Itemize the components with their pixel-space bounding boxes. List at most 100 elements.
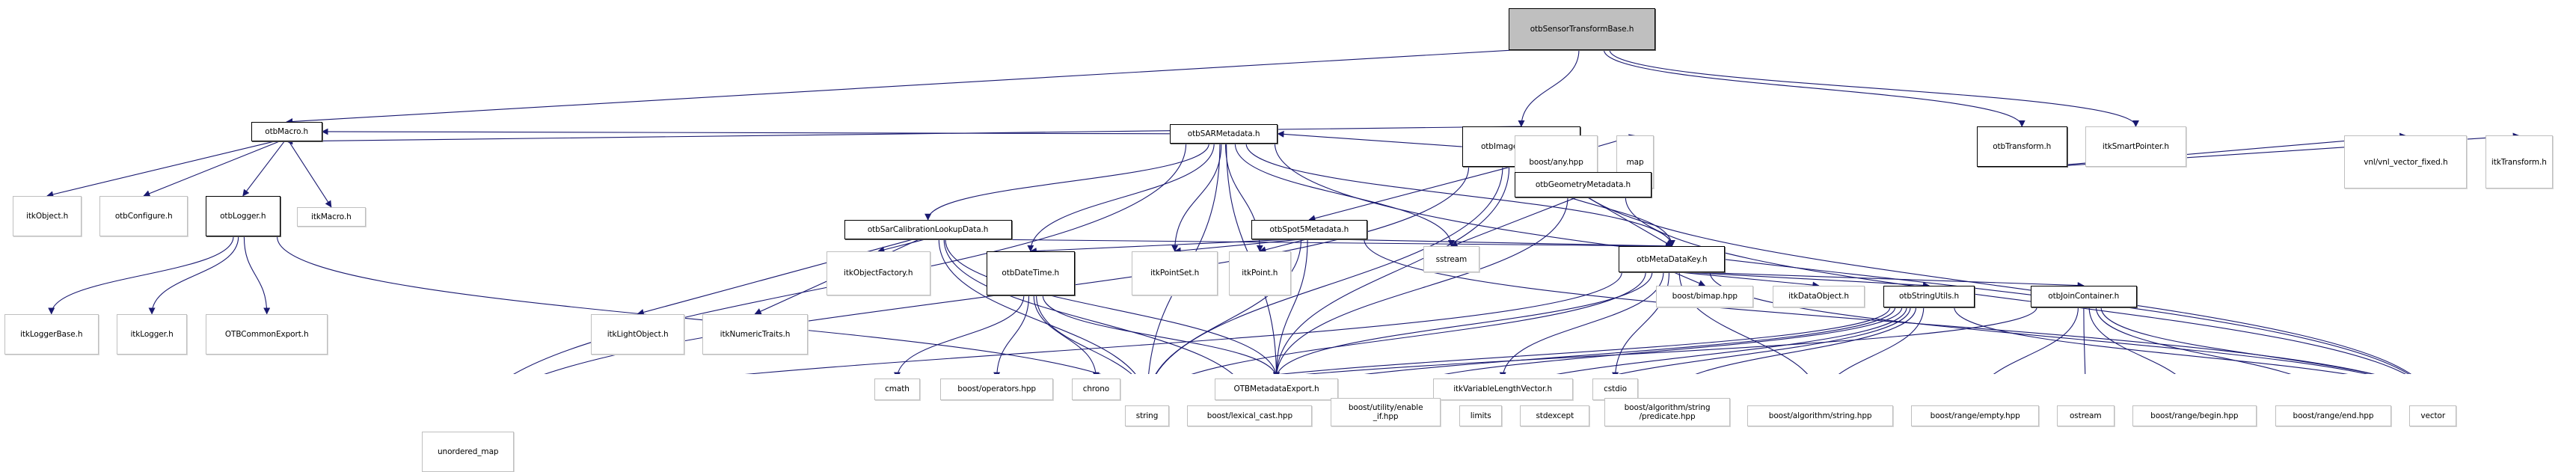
edge-otbMetaDataKey-to-string xyxy=(1192,272,1646,374)
node-itk-data-object: itkDataObject.h xyxy=(1773,285,1865,307)
node-boost-algo-string: boost/algorithm/string.hpp xyxy=(1747,405,1893,426)
node-itk-macro: itkMacro.h xyxy=(296,206,366,227)
node-stdexcept: stdexcept xyxy=(1520,405,1590,426)
node-itk-object: itkObject.h xyxy=(12,195,82,237)
node-itk-numeric-traits: itkNumericTraits.h xyxy=(702,313,809,355)
node-itk-light-object: itkLightObject.h xyxy=(590,313,685,355)
node-otb-transform[interactable]: otbTransform.h xyxy=(1976,126,2067,168)
node-itk-logger: itkLogger.h xyxy=(116,313,188,355)
edge-otbImageMetadata-to-vector xyxy=(1566,167,2411,374)
edge-otbSARMetadata-to-otbMacro xyxy=(321,128,1170,135)
node-boost-enable-if: boost/utility/enable _if.hpp xyxy=(1330,397,1441,426)
edge-otbStringUtils-to-vector xyxy=(1954,307,2348,374)
edge-otbJoinContainer-to-vector xyxy=(2100,307,2374,374)
node-boost-operators: boost/operators.hpp xyxy=(939,378,1054,400)
edge-otbLogger-to-itkLogger xyxy=(148,236,239,315)
node-otb-logger[interactable]: otbLogger.h xyxy=(205,195,280,237)
edge-otbMacro-to-otbLogger xyxy=(242,141,285,197)
node-otb-sensor-transform-base[interactable]: otbSensorTransformBase.h xyxy=(1509,8,1655,50)
edge-otbLogger-to-OTBCommonExport xyxy=(243,236,271,315)
edge-otbStringUtils-to-boostEnableIf xyxy=(1444,307,1903,374)
edge-otbSARMetadata-to-sstream xyxy=(1234,143,1455,248)
edge-otbImageMetadata-to-otbSpot5Metadata xyxy=(1308,166,1511,222)
node-otb-sarmetadata[interactable]: otbSARMetadata.h xyxy=(1169,123,1278,144)
edge-otbImageMetadata-to-otbMacro xyxy=(286,126,1521,145)
node-otb-meta-data-key[interactable]: otbMetaDataKey.h xyxy=(1619,246,1726,272)
node-vector: vector xyxy=(2409,405,2457,426)
edge-otbSARMetadata-to-otbMetaDataKey xyxy=(1245,143,1675,248)
edge-otbGeometryMetadata-to-OTBMetadataExport xyxy=(1273,197,1568,374)
node-vnl-vector-fixed: vnl/vnl_vector_fixed.h xyxy=(2344,135,2468,189)
edge-otbStringUtils-to-string xyxy=(1278,307,1891,374)
edge-otbImageMetadata-to-unorderedMap xyxy=(544,167,1470,374)
edge-otbSpot5Metadata-to-itkPoint xyxy=(1259,239,1307,254)
edge-otbStringUtils-to-boostAlgoString xyxy=(1839,307,1925,374)
edge-otbImageMetadata-to-string xyxy=(1156,167,1503,374)
edge-otbGeometryMetadata-to-otbMetaDataKey xyxy=(1587,197,1673,247)
edge-otbJoinContainer-to-boostRangeEnd xyxy=(2095,307,2292,374)
node-boost-range-end: boost/range/end.hpp xyxy=(2275,405,2392,426)
node-otb-macro[interactable]: otbMacro.h xyxy=(251,121,322,141)
edge-otbJoinContainer-to-ostream xyxy=(2083,307,2086,374)
edge-otbSpot5Metadata-to-otbMetaDataKey xyxy=(1327,239,1673,250)
node-itk-logger-base: itkLoggerBase.h xyxy=(4,313,99,355)
node-itk-variable-length-vector: itkVariableLengthVector.h xyxy=(1432,378,1573,400)
edge-otbMetaDataKey-to-itkDataObject xyxy=(1679,272,1820,289)
edge-otbImageMetadata-to-otbSARMetadata xyxy=(1277,130,1462,147)
edge-otbSensorTransformBase-to-otbMacro xyxy=(286,49,1518,125)
edge-otbSpot5Metadata-to-itkPointSet xyxy=(1174,239,1303,254)
node-cstdio: cstdio xyxy=(1592,378,1638,400)
edge-otbMetaDataKey-to-otbJoinContainer xyxy=(1692,272,2085,289)
node-boost-range-empty: boost/range/empty.hpp xyxy=(1911,405,2039,426)
edge-otbSarCalibrationLookupData-to-OTBMetadataExport xyxy=(945,239,1280,374)
include-dependency-graph: otbSensorTransformBase.hotbImageMetadata… xyxy=(4,8,2553,472)
node-sstream: sstream xyxy=(1423,246,1479,272)
node-otb-join-container[interactable]: otbJoinContainer.h xyxy=(2030,285,2137,307)
edge-otbSpot5Metadata-to-OTBMetadataExport xyxy=(1272,239,1308,374)
edge-otbJoinContainer-to-boostRangeBegin xyxy=(2088,307,2176,374)
node-boost-range-begin: boost/range/begin.hpp xyxy=(2132,405,2257,426)
edge-otbSarCalibrationLookupData-to-boostLexicalCast xyxy=(943,239,1233,374)
node-otb-configure: otbConfigure.h xyxy=(99,195,188,237)
edge-otbSpot5Metadata-to-string xyxy=(1155,239,1302,374)
edge-otbSensorTransformBase-to-itkSmartPointer xyxy=(1609,49,2139,127)
edge-otbDateTime-to-OTBMetadataExport xyxy=(1042,295,1280,374)
node-otb-string-utils[interactable]: otbStringUtils.h xyxy=(1883,285,1975,307)
node-boost-lexical-cast: boost/lexical_cast.hpp xyxy=(1187,405,1313,426)
node-otbcommon-export: OTBCommonExport.h xyxy=(205,313,328,355)
edge-otbGeometryMetadata-to-vector xyxy=(1625,197,2406,374)
edge-otbSarCalibrationLookupData-to-otbMetaDataKey xyxy=(965,239,1673,250)
node-boost-algo-predicate: boost/algorithm/string /predicate.hpp xyxy=(1604,397,1730,426)
edge-otbStringUtils-to-stdexcept xyxy=(1618,307,1911,374)
edge-otbSensorTransformBase-to-otbTransform xyxy=(1603,49,2025,127)
edge-otbStringUtils-to-limits xyxy=(1556,307,1907,374)
edge-otbMacro-to-itkMacro xyxy=(288,141,332,208)
edge-otbSARMetadata-to-vector xyxy=(1274,143,2409,374)
edge-otbSarCalibrationLookupData-to-itkObjectFactory xyxy=(877,239,926,254)
node-itk-transform: itkTransform.h xyxy=(2485,135,2553,189)
node-limits: limits xyxy=(1459,405,1503,426)
edge-otbMetaDataKey-to-boostBimap xyxy=(1673,272,1706,286)
node-itk-smart-pointer: itkSmartPointer.h xyxy=(2085,126,2186,168)
node-otbmetadata-export: OTBMetadataExport.h xyxy=(1215,378,1338,400)
edge-otbDateTime-to-cmath xyxy=(894,295,1025,374)
edge-otbMetaDataKey-to-unorderedMap xyxy=(744,272,1622,374)
edge-otbDateTime-to-boostOperators xyxy=(993,295,1030,374)
node-otb-geometry-metadata[interactable]: otbGeometryMetadata.h xyxy=(1515,172,1652,197)
edge-otbJoinContainer-to-boostRangeEmpty xyxy=(1993,307,2079,374)
node-string: string xyxy=(1125,405,1169,426)
edge-otbDateTime-to-string xyxy=(1036,295,1132,374)
node-cmath: cmath xyxy=(874,378,921,400)
node-itk-object-factory: itkObjectFactory.h xyxy=(826,251,930,295)
edge-otbSarCalibrationLookupData-to-string xyxy=(938,239,1136,374)
node-itk-point-set: itkPointSet.h xyxy=(1132,251,1218,295)
edge-otbDateTime-to-chrono xyxy=(1033,295,1100,374)
edge-otbStringUtils-to-boostAlgoPredicate xyxy=(1695,307,1917,374)
node-otb-sar-calibration-lookup-data[interactable]: otbSarCalibrationLookupData.h xyxy=(844,219,1012,239)
edge-otbGeometryMetadata-to-sstream xyxy=(1450,197,1577,248)
node-ostream: ostream xyxy=(2056,405,2115,426)
edge-otbImageMetadata-to-OTBMetadataExport xyxy=(1273,167,1510,374)
node-otb-spot5metadata[interactable]: otbSpot5Metadata.h xyxy=(1251,219,1367,239)
node-otb-date-time[interactable]: otbDateTime.h xyxy=(986,251,1075,295)
edge-otbMetaDataKey-to-OTBMetadataExport xyxy=(1273,272,1653,374)
